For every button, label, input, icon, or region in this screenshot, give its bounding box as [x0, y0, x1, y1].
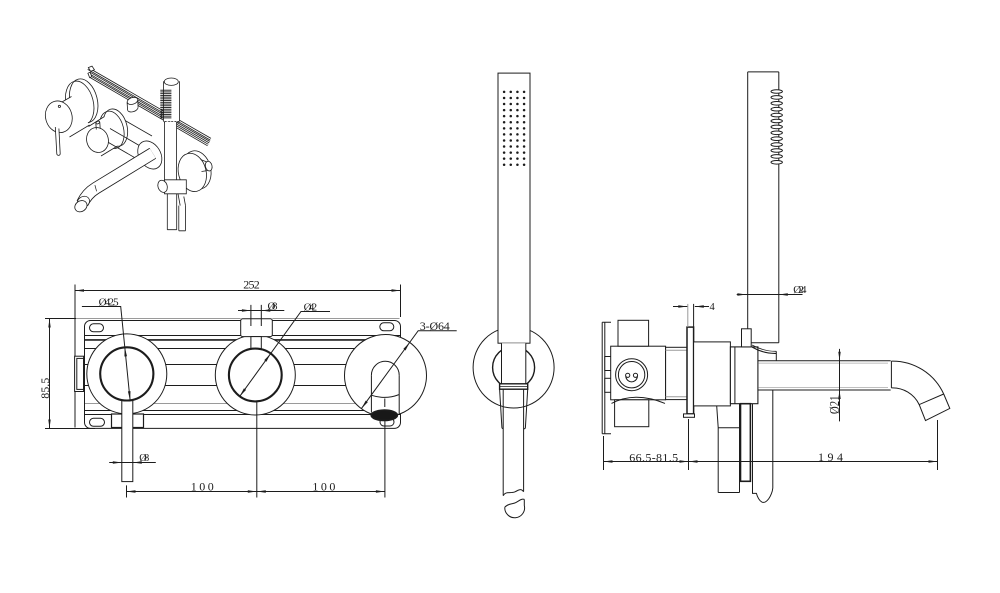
svg-text:Ø24: Ø24	[793, 284, 807, 296]
svg-text:66.5-81.5: 66.5-81.5	[629, 450, 678, 464]
svg-text:Ø42.5: Ø42.5	[99, 297, 120, 309]
svg-text:4: 4	[710, 302, 716, 313]
svg-text:Ø8: Ø8	[268, 300, 279, 312]
svg-text:100: 100	[312, 479, 335, 493]
svg-text:3-Ø64: 3-Ø64	[420, 319, 450, 333]
svg-text:Ø8: Ø8	[139, 453, 149, 464]
svg-text:194: 194	[818, 450, 843, 464]
svg-text:Ø42: Ø42	[304, 302, 318, 314]
svg-text:Ø21: Ø21	[827, 396, 842, 415]
svg-text:85.5: 85.5	[38, 378, 52, 399]
svg-text:100: 100	[191, 479, 214, 493]
svg-text:252: 252	[243, 278, 259, 292]
